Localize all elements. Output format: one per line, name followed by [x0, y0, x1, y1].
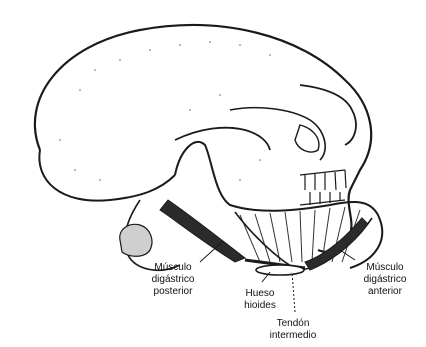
- leader-tendon: [292, 272, 295, 312]
- ear-cartilage: [120, 224, 152, 256]
- leader-anterior: [340, 250, 355, 260]
- cranium-outline: [35, 25, 371, 252]
- label-posterior-digastric: Músculo digástrico posterior: [138, 262, 208, 298]
- posterior-belly-muscle: [160, 200, 245, 262]
- mylohyoid-fibres: [240, 207, 360, 262]
- brow-ridge: [300, 85, 356, 145]
- label-hyoid-bone: Hueso hioides: [230, 288, 290, 312]
- label-intermediate-tendon: Tendón intermedio: [262, 318, 324, 342]
- stipple-shading: [59, 41, 271, 181]
- occipital-outline: [39, 150, 175, 201]
- mandible: [175, 142, 382, 268]
- hyoid-bone: [256, 265, 304, 275]
- orbit: [295, 125, 319, 152]
- label-anterior-digastric: Músculo digástrico anterior: [350, 262, 420, 298]
- upper-teeth: [300, 170, 346, 190]
